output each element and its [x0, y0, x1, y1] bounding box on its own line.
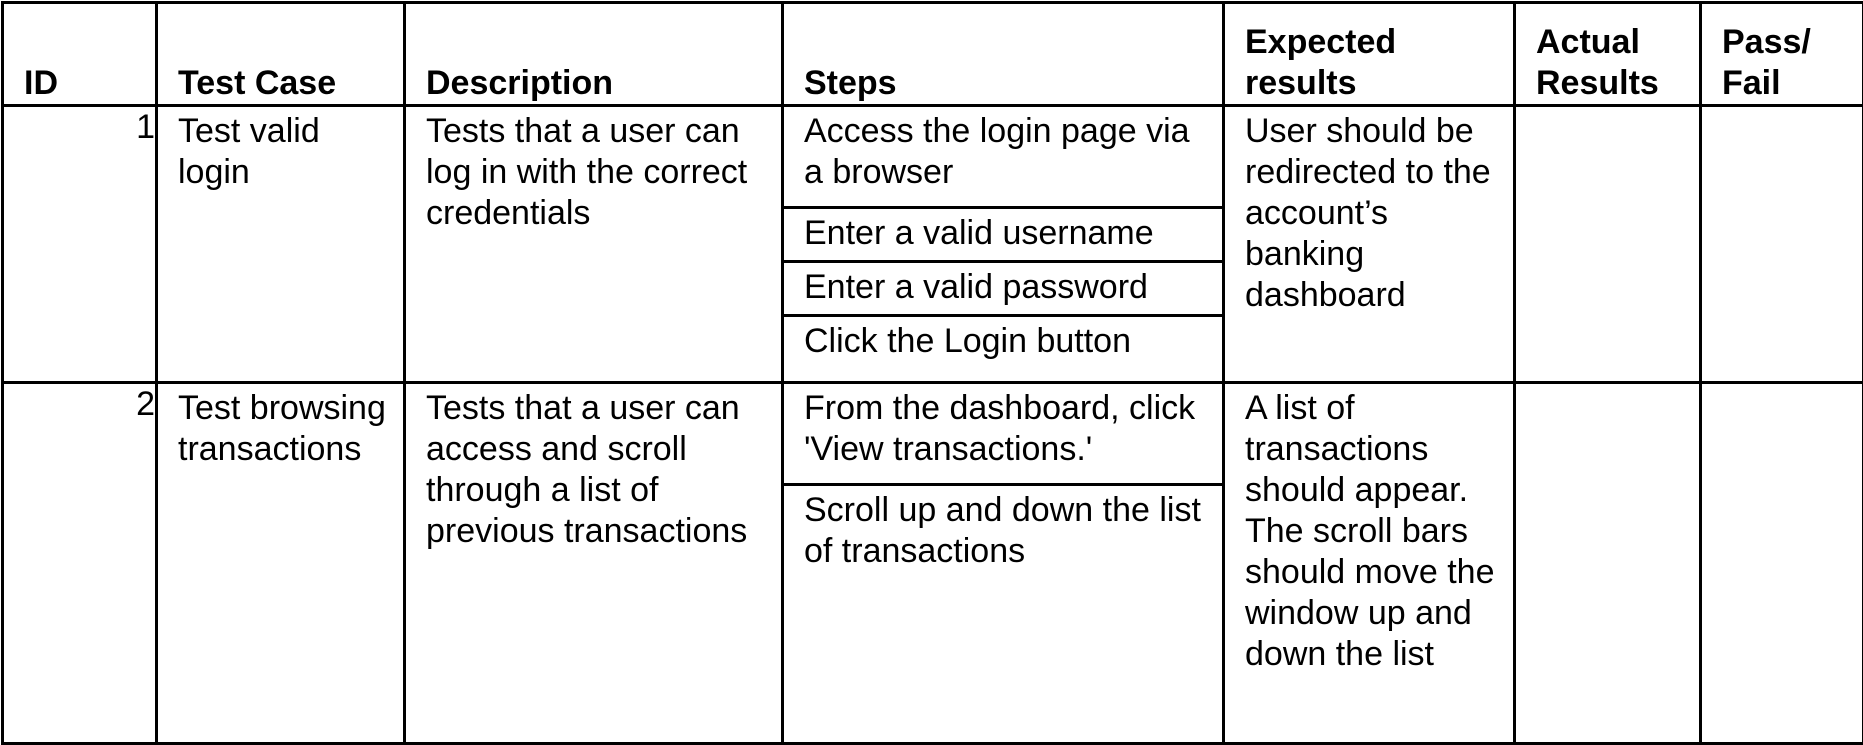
header-pass-line2: Fail	[1722, 64, 1781, 102]
actual-results-text	[1516, 107, 1699, 111]
test-case-cell: Test browsing transactions	[157, 383, 405, 744]
table-row: 2 Test browsing transactions Tests that …	[3, 383, 1863, 744]
step-item: From the dashboard, click 'View transact…	[784, 384, 1222, 486]
row-id-cell: 1	[3, 106, 157, 383]
description-cell: Tests that a user can log in with the co…	[405, 106, 783, 383]
step-item: Access the login page via a browser	[784, 107, 1222, 209]
actual-results-cell[interactable]	[1515, 383, 1701, 744]
expected-results-cell: A list of transactions should appear. Th…	[1224, 383, 1515, 744]
header-expected-line2: results	[1245, 64, 1357, 102]
header-steps: Steps	[783, 3, 1224, 106]
pass-fail-text	[1702, 107, 1862, 111]
description-text: Tests that a user can log in with the co…	[406, 107, 781, 234]
header-actual-results: Actual Results	[1515, 3, 1701, 106]
pass-fail-text	[1702, 384, 1862, 388]
header-expected-results: Expected results	[1224, 3, 1515, 106]
pass-fail-cell[interactable]	[1701, 383, 1863, 744]
steps-cell: Access the login page via a browser Ente…	[783, 106, 1224, 383]
header-id: ID	[3, 3, 157, 106]
description-text: Tests that a user can access and scroll …	[406, 384, 781, 552]
row-id-cell: 2	[3, 383, 157, 744]
test-case-cell: Test valid login	[157, 106, 405, 383]
header-actual-line1: Actual	[1536, 23, 1640, 61]
actual-results-cell[interactable]	[1515, 106, 1701, 383]
expected-results-text: User should be redirected to the account…	[1225, 107, 1513, 316]
step-item: Enter a valid username	[784, 209, 1222, 263]
header-row: ID Test Case Description Steps Expected …	[3, 3, 1863, 106]
step-item: Click the Login button	[784, 317, 1222, 362]
table-row: 1 Test valid login Tests that a user can…	[3, 106, 1863, 383]
expected-results-text: A list of transactions should appear. Th…	[1225, 384, 1513, 675]
header-description: Description	[405, 3, 783, 106]
header-pass-line1: Pass/	[1722, 23, 1811, 61]
header-test-case: Test Case	[157, 3, 405, 106]
steps-cell: From the dashboard, click 'View transact…	[783, 383, 1224, 744]
header-expected-line1: Expected	[1245, 23, 1396, 61]
test-case-text: Test valid login	[158, 107, 403, 193]
test-case-text: Test browsing transactions	[158, 384, 403, 470]
description-cell: Tests that a user can access and scroll …	[405, 383, 783, 744]
expected-results-cell: User should be redirected to the account…	[1224, 106, 1515, 383]
pass-fail-cell[interactable]	[1701, 106, 1863, 383]
actual-results-text	[1516, 384, 1699, 388]
step-item: Scroll up and down the list of transacti…	[784, 486, 1222, 572]
header-actual-line2: Results	[1536, 64, 1659, 102]
step-item: Enter a valid password	[784, 263, 1222, 317]
header-pass-fail: Pass/ Fail	[1701, 3, 1863, 106]
